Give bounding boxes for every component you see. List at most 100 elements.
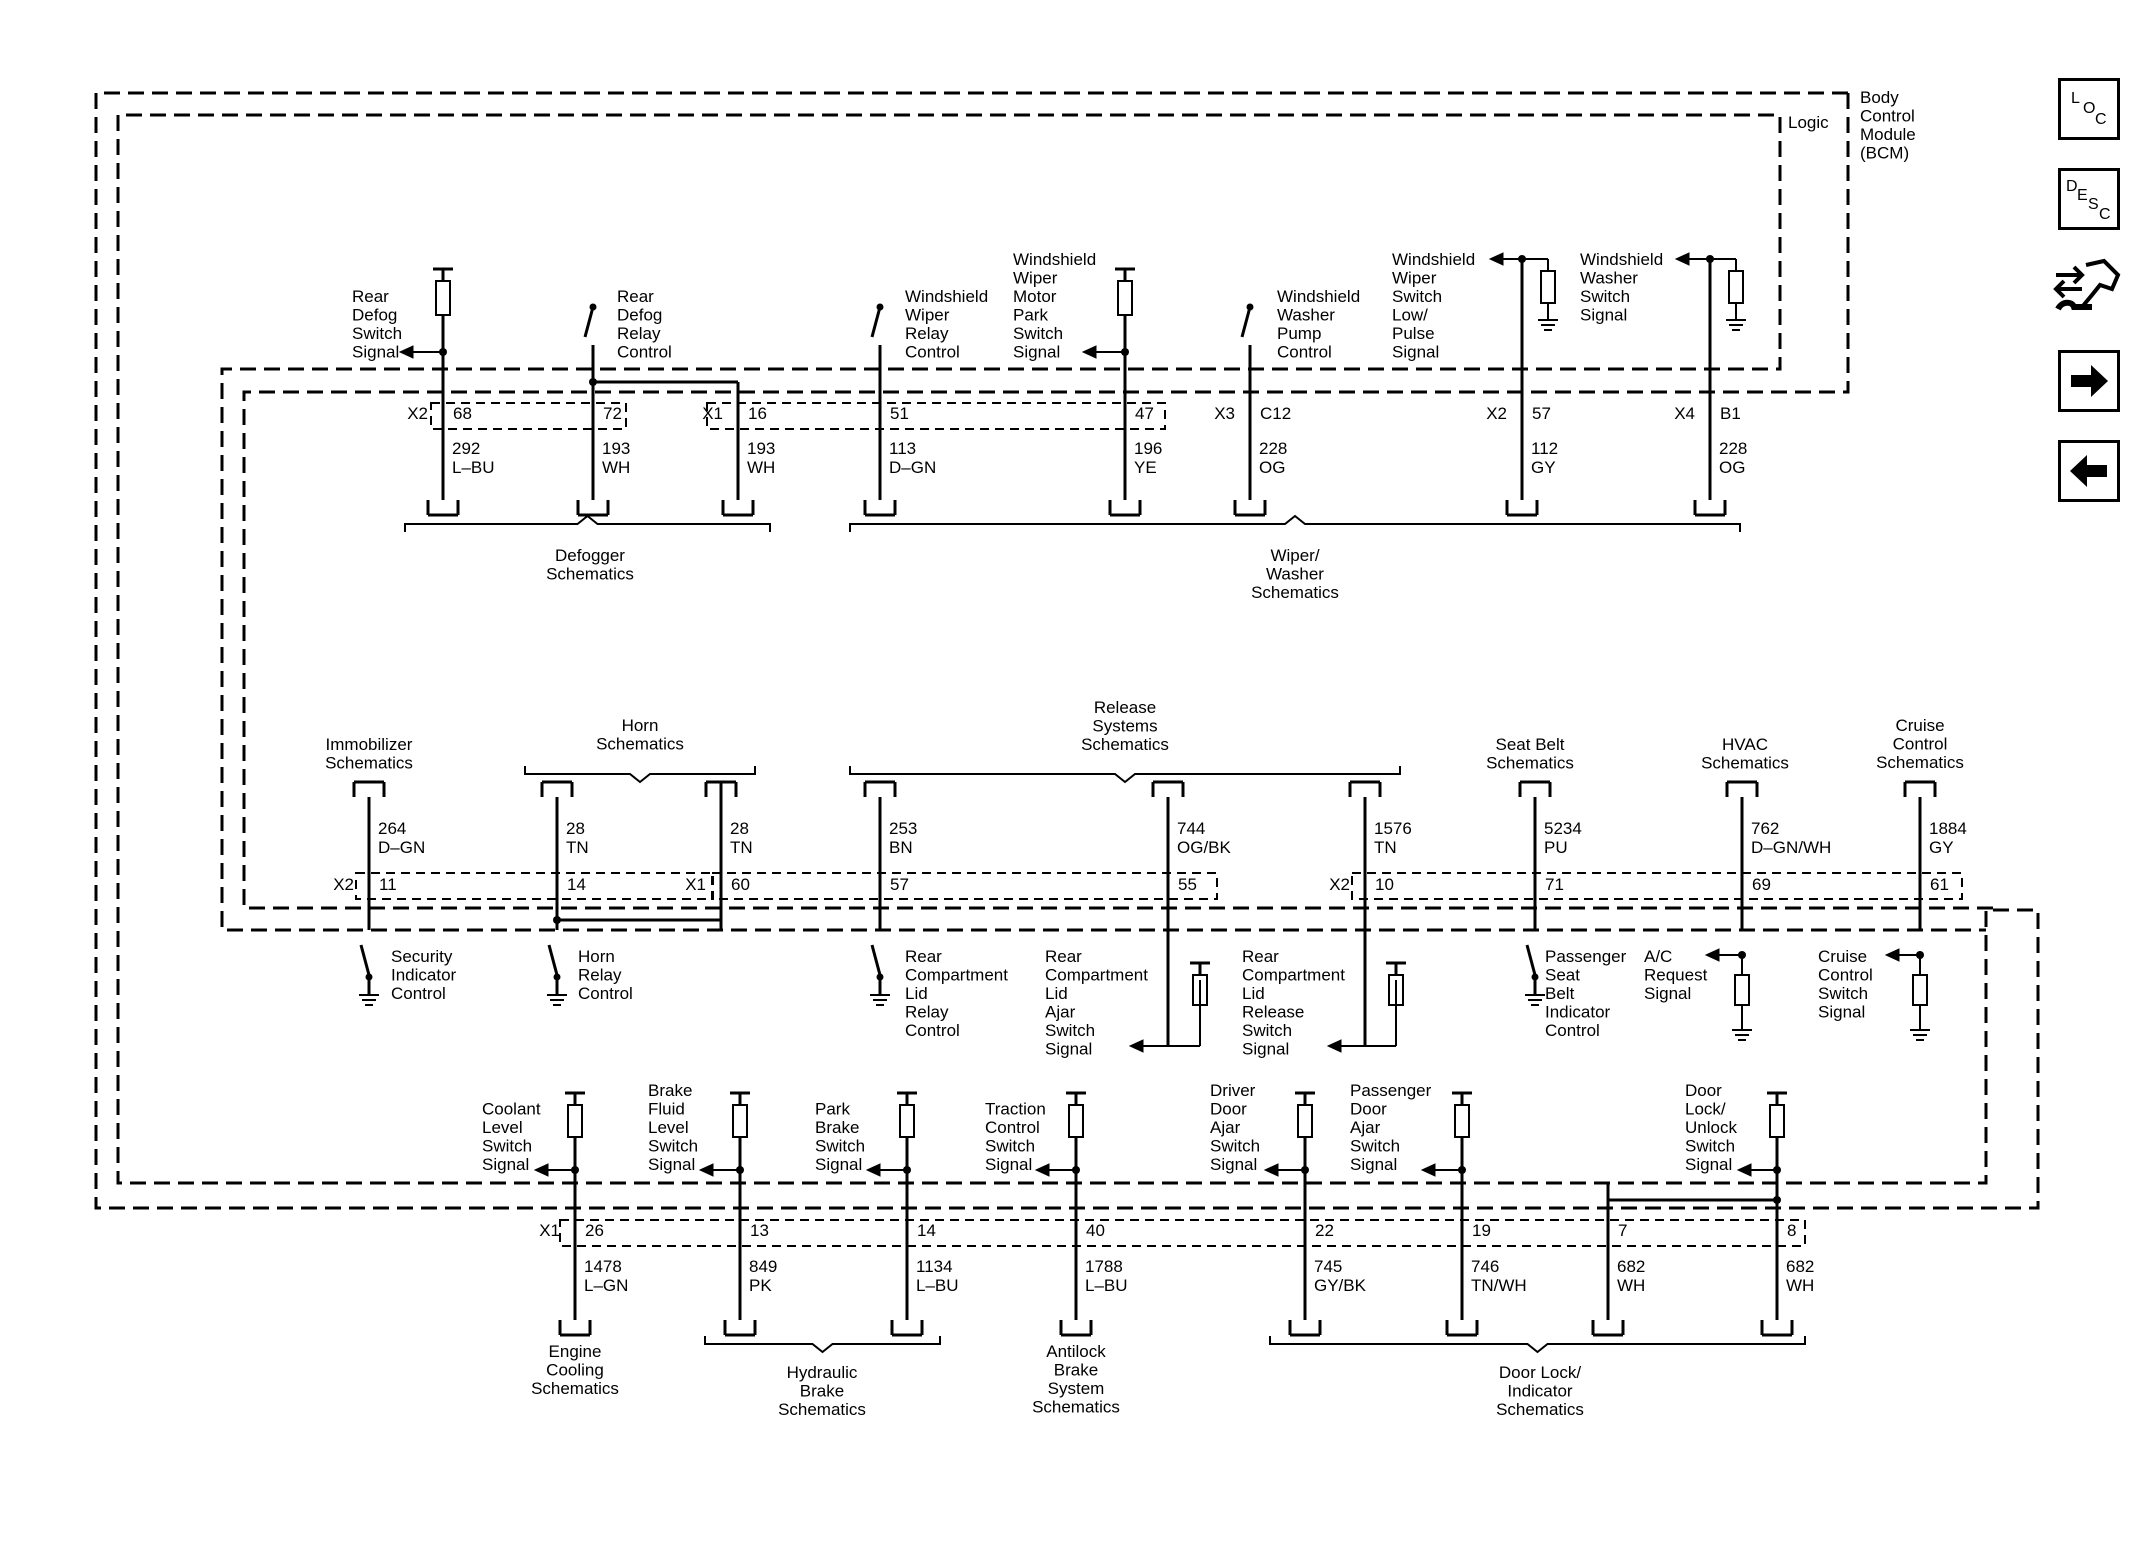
signal-arrow	[1488, 252, 1504, 266]
circuit-label: Pump	[1277, 324, 1321, 343]
connector-x2-dashed	[430, 402, 627, 430]
circuit-label: Control	[985, 1118, 1040, 1137]
group-label: Cooling	[546, 1361, 604, 1380]
pin-number: 7	[1618, 1221, 1627, 1240]
wire-color: L–BU	[1085, 1276, 1128, 1295]
circuit-label: Signal	[352, 343, 399, 362]
wire-color: WH	[602, 458, 630, 477]
wire-color: PU	[1544, 838, 1568, 857]
connector-x2-dashed	[1351, 872, 1963, 900]
circuit-number: 1884	[1929, 819, 1967, 838]
loc-button[interactable]: L O C	[2058, 78, 2120, 140]
pullup-resistor	[1068, 1104, 1084, 1138]
circuit-label: Windshield	[1013, 250, 1096, 269]
module-title: (BCM)	[1860, 144, 1909, 163]
circuit-label: Signal	[1210, 1155, 1257, 1174]
circuit-label: Windshield	[905, 287, 988, 306]
wire-color: D–GN	[889, 458, 936, 477]
circuit-label: Windshield	[1392, 250, 1475, 269]
circuit-label: Signal	[1580, 306, 1627, 325]
group-label: Schematics	[1701, 754, 1789, 773]
arrow-right-icon	[2071, 365, 2108, 397]
pin-number: 8	[1787, 1221, 1796, 1240]
pullup-resistor	[1388, 974, 1404, 1006]
wire-color: TN/WH	[1471, 1276, 1527, 1295]
circuit-label: Brake	[815, 1118, 859, 1137]
previous-page-button[interactable]	[2058, 440, 2120, 502]
circuit-label: Control	[1545, 1021, 1600, 1040]
circuit-label: Passenger	[1350, 1081, 1432, 1100]
circuit-label: Indicator	[1545, 1003, 1611, 1022]
module-title: Module	[1860, 125, 1916, 144]
switch-blade	[583, 306, 595, 338]
schematic-group-bracket	[404, 514, 771, 532]
circuit-label: Release	[1242, 1003, 1304, 1022]
circuit-label: Rear	[352, 287, 389, 306]
connector-x1-dashed	[706, 402, 1166, 430]
desc-button[interactable]: D E S C	[2058, 168, 2120, 230]
loc-letter: L	[2071, 90, 2080, 107]
circuit-label: Park	[1013, 306, 1048, 325]
pin-number: 51	[890, 404, 909, 423]
circuit-label: Switch	[815, 1137, 865, 1156]
circuit-number: 228	[1719, 439, 1747, 458]
switch-blade	[359, 944, 371, 976]
circuit-label: Defog	[617, 306, 662, 325]
wire-color: L–GN	[584, 1276, 628, 1295]
connector-wrench-icon[interactable]	[2052, 255, 2126, 321]
wire-color: OG	[1719, 458, 1745, 477]
signal-arrow	[1736, 1163, 1752, 1177]
circuit-label: Compartment	[1242, 966, 1345, 985]
circuit-label: Switch	[985, 1137, 1035, 1156]
pullup-resistor	[899, 1104, 915, 1138]
switch-blade	[870, 306, 882, 338]
next-page-button[interactable]	[2058, 350, 2120, 412]
logic-label: Logic	[1788, 113, 1829, 132]
connector-x1-dashed	[559, 1219, 1806, 1247]
circuit-label: Belt	[1545, 984, 1575, 1003]
connector-label: X1	[702, 404, 723, 423]
circuit-label: Compartment	[1045, 966, 1148, 985]
group-label: Schematics	[1486, 754, 1574, 773]
connector-x1-dashed	[711, 872, 1218, 900]
circuit-label: Switch	[1818, 984, 1868, 1003]
circuit-label: Switch	[1350, 1137, 1400, 1156]
splice-dot	[553, 916, 561, 924]
circuit-label: Relay	[905, 324, 949, 343]
circuit-label: Low/	[1392, 306, 1428, 325]
wire-color: WH	[1786, 1276, 1814, 1295]
group-label: Washer	[1266, 565, 1324, 584]
schematic-group-bracket	[849, 514, 1741, 532]
pullup-resistor	[1454, 1104, 1470, 1138]
group-label: Brake	[1054, 1361, 1098, 1380]
pin-number: 61	[1930, 875, 1949, 894]
circuit-label: Signal	[985, 1155, 1032, 1174]
wire-color: OG	[1259, 458, 1285, 477]
wire-color: BN	[889, 838, 913, 857]
circuit-label: Lid	[905, 984, 928, 1003]
circuit-label: Level	[648, 1118, 689, 1137]
circuit-label: Control	[391, 984, 446, 1003]
group-label: Seat Belt	[1496, 735, 1565, 754]
switch-blade	[1240, 306, 1252, 338]
pin-number: C12	[1260, 404, 1291, 423]
group-label: HVAC	[1722, 735, 1768, 754]
circuit-label: Lid	[1045, 984, 1068, 1003]
signal-arrow	[1704, 948, 1720, 962]
circuit-label: Switch	[1210, 1137, 1260, 1156]
group-label: Schematics	[546, 565, 634, 584]
group-label: Schematics	[1251, 583, 1339, 602]
group-label: Schematics	[1032, 1398, 1120, 1417]
circuit-label: Switch	[482, 1137, 532, 1156]
circuit-label: Request	[1644, 966, 1708, 985]
connector-label: X1	[685, 875, 706, 894]
circuit-number: 1478	[584, 1257, 622, 1276]
pin-number: 10	[1375, 875, 1394, 894]
circuit-label: Door	[1350, 1100, 1387, 1119]
circuit-label: Rear	[1045, 947, 1082, 966]
circuit-label: Relay	[905, 1003, 949, 1022]
circuit-label: Switch	[1392, 287, 1442, 306]
pullup-resistor	[1192, 974, 1208, 1006]
pin-number: 71	[1545, 875, 1564, 894]
circuit-label: Windshield	[1580, 250, 1663, 269]
